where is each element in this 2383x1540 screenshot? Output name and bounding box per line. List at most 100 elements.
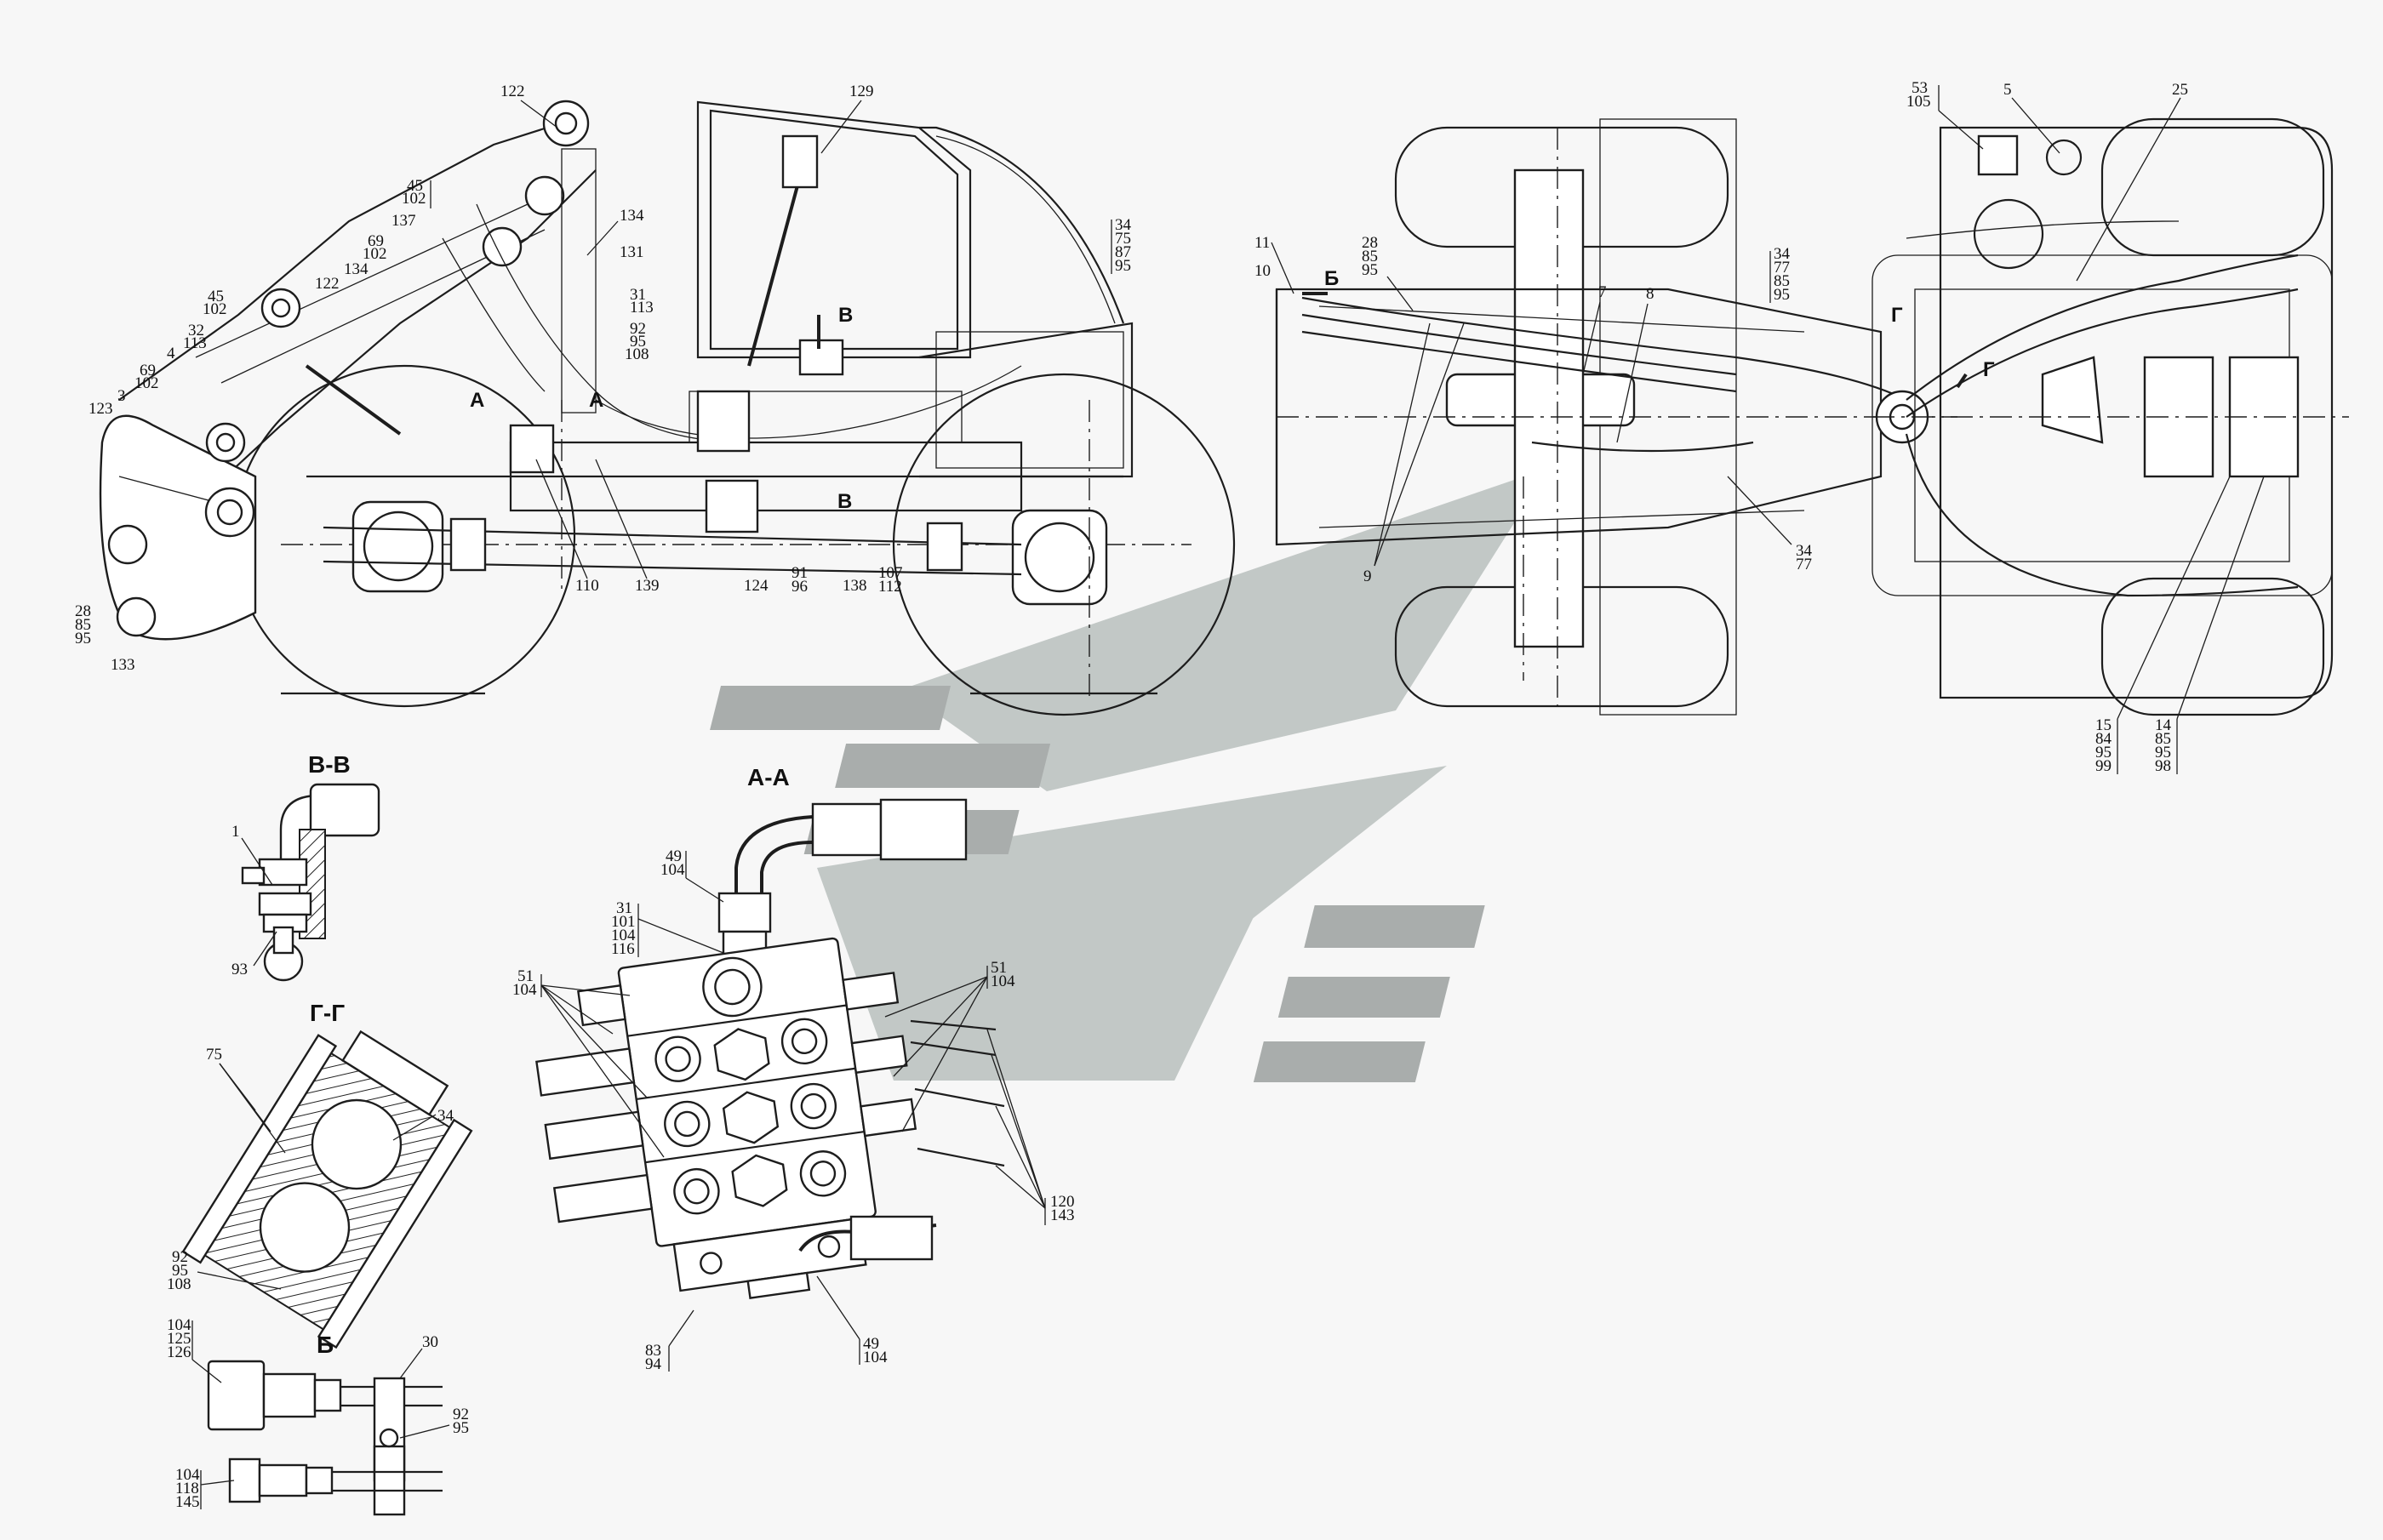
label-113: 113: [183, 334, 207, 352]
label-85: 85: [1362, 248, 1378, 265]
label-116: 116: [611, 940, 635, 958]
label-134: 134: [620, 207, 644, 225]
label-133: 133: [111, 656, 135, 674]
label-92: 92: [453, 1406, 469, 1423]
label-1: 1: [231, 823, 240, 841]
label-28: 28: [75, 602, 91, 620]
label-107: 107: [878, 564, 903, 582]
section-vv-detail: В-В 1 93: [231, 751, 380, 982]
side-view-labels: 122 129 45 102 137 134 69 102 131 122 13…: [75, 83, 1132, 674]
label-95: 95: [453, 1419, 469, 1437]
label-69: 69: [140, 362, 156, 379]
section-b-detail: Б 104 125 126 30 92 95 104 118 145: [167, 1316, 469, 1516]
label-91: 91: [791, 564, 808, 582]
label-122-top: 122: [500, 83, 525, 100]
watermark-logo: [710, 468, 1549, 1082]
plan-view-labels: 11 10 28 85 95 Б 7 8 34 77 85 95 9 34 77…: [1254, 79, 2265, 775]
label-69: 69: [368, 232, 384, 250]
label-104: 104: [660, 861, 685, 879]
label-5: 5: [2003, 81, 2012, 99]
label-94: 94: [645, 1355, 662, 1373]
label-75: 75: [1115, 230, 1131, 248]
section-arrow-v-top: В: [838, 304, 853, 327]
label-131: 131: [620, 243, 644, 261]
section-arrow-g-left: Г: [1891, 304, 1903, 327]
label-102: 102: [134, 374, 159, 392]
label-30: 30: [422, 1333, 438, 1351]
label-51: 51: [991, 959, 1007, 977]
label-104: 104: [991, 972, 1015, 990]
section-arrow-a-right: А: [589, 389, 603, 412]
section-arrow-b: Б: [1324, 267, 1339, 290]
label-126: 126: [167, 1343, 191, 1361]
label-145: 145: [175, 1493, 200, 1511]
label-51: 51: [517, 967, 534, 985]
label-53: 53: [1912, 79, 1928, 97]
label-95: 95: [630, 333, 646, 351]
label-108: 108: [625, 345, 649, 363]
label-93: 93: [231, 961, 248, 978]
label-10: 10: [1254, 262, 1271, 280]
label-85: 85: [1774, 272, 1790, 290]
label-102: 102: [402, 190, 426, 208]
label-77: 77: [1796, 556, 1812, 573]
label-95: 95: [75, 630, 91, 647]
section-aa-title: А-А: [747, 764, 790, 790]
label-108: 108: [167, 1275, 191, 1293]
label-95: 95: [1115, 257, 1131, 275]
label-139: 139: [635, 577, 660, 595]
label-122-mid: 122: [315, 275, 340, 293]
label-3: 3: [117, 387, 126, 405]
section-aa-valve-detail: А-А: [512, 764, 1075, 1373]
label-95: 95: [2095, 744, 2112, 761]
label-112: 112: [878, 578, 902, 596]
section-vv-title: В-В: [308, 751, 351, 778]
section-b-title: Б: [317, 1332, 334, 1358]
label-32: 32: [188, 322, 204, 339]
label-96: 96: [791, 578, 808, 596]
label-104: 104: [167, 1316, 191, 1334]
label-11: 11: [1254, 234, 1270, 252]
label-95: 95: [2155, 744, 2171, 761]
label-98: 98: [2155, 757, 2171, 775]
label-34: 34: [437, 1107, 454, 1125]
section-arrow-g-right: Г: [1983, 358, 1995, 381]
label-129: 129: [849, 83, 874, 100]
loader-side-view: [99, 100, 1236, 716]
label-123: 123: [89, 400, 113, 418]
label-85: 85: [75, 616, 91, 634]
loader-plan-view: [1275, 117, 2349, 716]
label-75: 75: [206, 1046, 222, 1064]
label-85: 85: [2155, 730, 2171, 748]
label-134: 134: [344, 260, 369, 278]
label-28: 28: [1362, 234, 1378, 252]
label-95: 95: [1774, 286, 1790, 304]
label-45: 45: [407, 177, 423, 195]
label-31: 31: [616, 899, 632, 917]
label-49: 49: [666, 847, 682, 865]
label-125: 125: [167, 1330, 191, 1348]
label-104: 104: [512, 981, 537, 999]
label-137: 137: [391, 212, 416, 230]
label-49: 49: [863, 1335, 879, 1353]
label-77: 77: [1774, 259, 1790, 277]
label-104: 104: [175, 1466, 200, 1484]
label-14: 14: [2155, 716, 2172, 734]
section-gg-detail: Г-Г 75 34 92 95 108: [167, 1000, 473, 1349]
label-95: 95: [1362, 261, 1378, 279]
label-25: 25: [2172, 81, 2188, 99]
section-arrow-a-left: А: [470, 389, 484, 412]
label-143: 143: [1050, 1206, 1075, 1224]
label-92: 92: [172, 1248, 188, 1266]
label-45: 45: [208, 288, 224, 305]
label-113: 113: [630, 299, 654, 317]
section-gg-title: Г-Г: [310, 1000, 345, 1026]
label-8: 8: [1646, 285, 1654, 303]
label-110: 110: [575, 577, 599, 595]
label-105: 105: [1906, 93, 1931, 111]
label-104: 104: [611, 927, 636, 944]
label-120: 120: [1050, 1193, 1075, 1211]
label-99: 99: [2095, 757, 2112, 775]
label-124: 124: [744, 577, 769, 595]
